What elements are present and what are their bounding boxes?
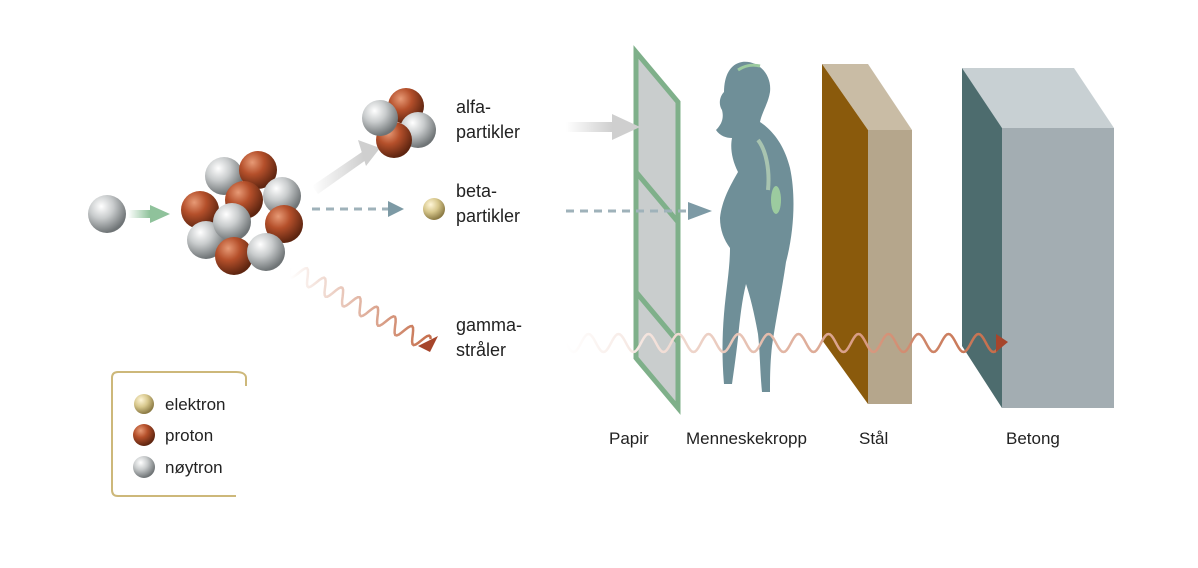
beta-path-arrow [566,202,712,220]
human-body [716,61,794,393]
legend-electron-label: elektron [165,395,225,414]
steel-barrier [822,64,912,404]
legend-neutron-label: nøytron [165,458,223,477]
beta-particle [423,198,445,220]
gamma-path-wave [564,332,1008,354]
legend-neutron-swatch [133,456,155,478]
beta-label: beta- partikler [456,181,520,226]
paper-barrier [633,45,681,415]
human-label: Menneskekropp [686,429,807,448]
alpha-particle [362,88,436,158]
alpha-label: alfa- partikler [456,97,520,142]
legend-proton-swatch [133,424,155,446]
alpha-emission-arrow [312,140,380,194]
alpha-path-arrow [566,114,640,140]
beta-emission-arrow [312,201,404,217]
incoming-neutron [88,195,126,233]
gamma-label: gamma- stråler [456,315,527,360]
steel-label: Stål [859,429,888,448]
legend: elektron proton nøytron [111,371,247,497]
legend-proton-label: proton [165,426,213,445]
nucleus [181,151,303,275]
paper-label: Papir [609,429,649,448]
concrete-label: Betong [1006,429,1060,448]
gamma-emission-wave [288,266,438,352]
concrete-barrier [962,68,1114,408]
legend-electron-swatch [134,394,154,414]
incoming-arrow [128,205,170,223]
